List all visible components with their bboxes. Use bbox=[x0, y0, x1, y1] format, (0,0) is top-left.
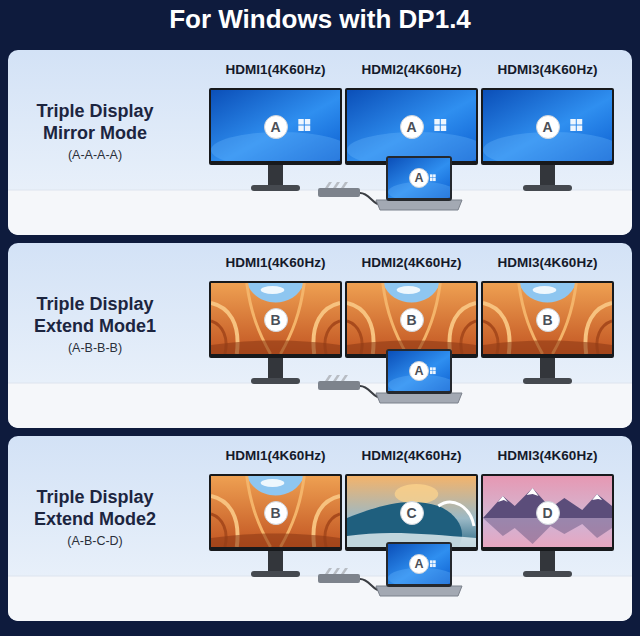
port-label: HDMI2(4K60Hz) bbox=[343, 448, 480, 464]
port-label: HDMI3(4K60Hz) bbox=[479, 62, 616, 78]
port-label: HDMI3(4K60Hz) bbox=[479, 448, 616, 464]
mode-panel: Triple Display Extend Mode2 (A-B-C-D) HDMI… bbox=[8, 436, 632, 621]
panel-ground bbox=[8, 243, 632, 428]
monitor bbox=[209, 88, 350, 191]
monitor bbox=[345, 88, 486, 191]
port-label: HDMI1(4K60Hz) bbox=[207, 448, 344, 464]
monitor-screen bbox=[483, 90, 622, 168]
monitor-screen bbox=[483, 476, 612, 547]
laptop-and-hub bbox=[318, 156, 462, 210]
display-letter: A bbox=[414, 365, 423, 378]
mode-label: Triple Display Extend Mode2 (A-B-C-D) bbox=[10, 487, 180, 548]
mode-code: (A-B-C-D) bbox=[10, 534, 180, 549]
display-letter: A bbox=[406, 120, 416, 134]
port-label: HDMI2(4K60Hz) bbox=[343, 255, 480, 271]
monitor-screen bbox=[347, 476, 476, 547]
port-label: HDMI3(4K60Hz) bbox=[479, 255, 616, 271]
monitor: HDMI1(4K60Hz) B bbox=[207, 255, 344, 358]
monitor: HDMI2(4K60Hz) B bbox=[343, 255, 480, 358]
display-letter-badge: A bbox=[264, 115, 288, 139]
display-letter-badge: B bbox=[264, 501, 288, 525]
mode-panel: Triple Display Mirror Mode (A-A-A-A) HDMI1… bbox=[8, 50, 632, 235]
display-letter: A bbox=[414, 172, 423, 185]
extend-mode1-scene bbox=[8, 243, 632, 428]
mode-code: (A-B-B-B) bbox=[10, 341, 180, 356]
monitor-body bbox=[345, 281, 478, 384]
display-letter: A bbox=[542, 120, 552, 134]
mode-title: Triple Display Extend Mode2 bbox=[10, 487, 180, 530]
monitor-screen bbox=[347, 283, 476, 354]
laptop-and-hub bbox=[318, 542, 462, 596]
laptop-letter-badge: A bbox=[409, 168, 429, 188]
laptop-and-hub bbox=[318, 349, 462, 403]
display-letter-badge: B bbox=[536, 308, 560, 332]
monitor bbox=[209, 474, 342, 577]
extend-mode2-scene bbox=[8, 436, 632, 621]
mode-title: Triple Display Extend Mode1 bbox=[10, 294, 180, 337]
monitor-body bbox=[209, 474, 342, 577]
display-letter: C bbox=[406, 506, 416, 520]
monitor bbox=[345, 474, 478, 577]
panel-ground bbox=[8, 436, 632, 621]
display-letter: B bbox=[406, 313, 416, 327]
monitor-body bbox=[481, 281, 614, 384]
port-label: HDMI1(4K60Hz) bbox=[207, 255, 344, 271]
monitor-screen bbox=[483, 283, 612, 354]
mirror-mode-scene bbox=[8, 50, 632, 235]
monitor-screen bbox=[211, 90, 350, 168]
display-letter: A bbox=[414, 558, 423, 571]
mode-panel: Triple Display Extend Mode1 (A-B-B-B) HDMI… bbox=[8, 243, 632, 428]
monitor: HDMI3(4K60Hz) A bbox=[479, 62, 616, 165]
port-label: HDMI2(4K60Hz) bbox=[343, 62, 480, 78]
monitor: HDMI3(4K60Hz) D bbox=[479, 448, 616, 551]
monitor-body bbox=[345, 474, 478, 577]
display-letter-badge: C bbox=[400, 501, 424, 525]
monitor: HDMI2(4K60Hz) C bbox=[343, 448, 480, 551]
laptop-letter-badge: A bbox=[409, 361, 429, 381]
display-letter: B bbox=[542, 313, 552, 327]
display-letter-badge: A bbox=[400, 115, 424, 139]
display-letter: B bbox=[270, 506, 280, 520]
monitor bbox=[209, 281, 342, 384]
monitor-body bbox=[481, 474, 614, 577]
monitor bbox=[481, 281, 614, 384]
monitor bbox=[345, 281, 478, 384]
monitor-screen bbox=[211, 476, 340, 547]
mode-code: (A-A-A-A) bbox=[10, 148, 180, 163]
monitor bbox=[481, 474, 614, 577]
mode-title: Triple Display Mirror Mode bbox=[10, 101, 180, 144]
display-letter-badge: B bbox=[400, 308, 424, 332]
display-letter-badge: B bbox=[264, 308, 288, 332]
monitor: HDMI1(4K60Hz) A bbox=[207, 62, 344, 165]
monitor bbox=[481, 88, 622, 191]
display-letter: B bbox=[270, 313, 280, 327]
page-title: For Windows with DP1.4 bbox=[0, 3, 640, 35]
port-label: HDMI1(4K60Hz) bbox=[207, 62, 344, 78]
laptop-letter-badge: A bbox=[409, 554, 429, 574]
mode-label: Triple Display Mirror Mode (A-A-A-A) bbox=[10, 101, 180, 162]
monitor: HDMI1(4K60Hz) B bbox=[207, 448, 344, 551]
monitor: HDMI2(4K60Hz) A bbox=[343, 62, 480, 165]
mode-label: Triple Display Extend Mode1 (A-B-B-B) bbox=[10, 294, 180, 355]
display-letter-badge: D bbox=[536, 501, 560, 525]
display-letter: D bbox=[542, 506, 552, 520]
monitor: HDMI3(4K60Hz) B bbox=[479, 255, 616, 358]
panel-ground bbox=[8, 50, 632, 235]
monitor-body bbox=[209, 281, 342, 384]
monitor-screen bbox=[211, 283, 340, 354]
display-letter: A bbox=[270, 120, 280, 134]
display-letter-badge: A bbox=[536, 115, 560, 139]
